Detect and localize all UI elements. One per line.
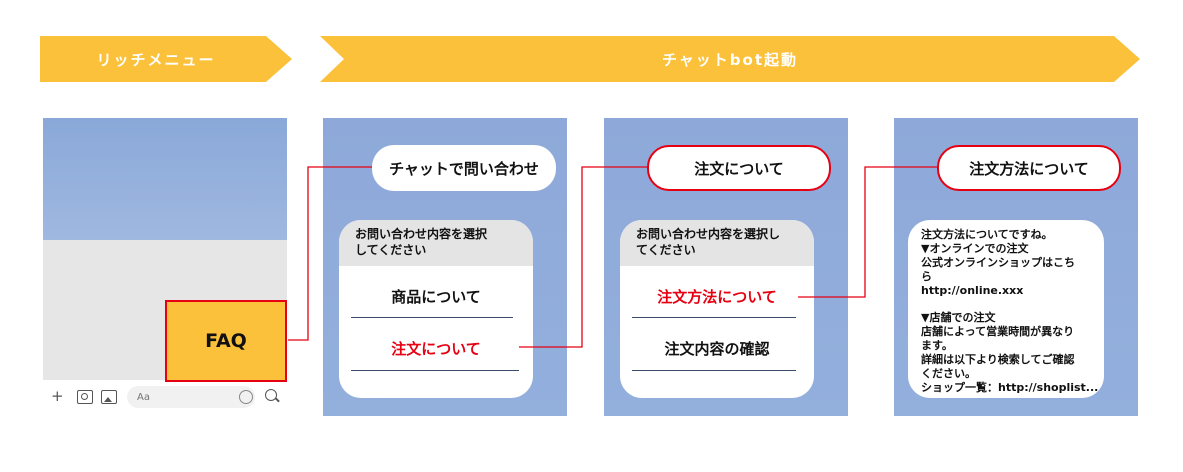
- connector-order-method: [798, 166, 937, 298]
- image-icon[interactable]: [101, 390, 117, 404]
- faq-button-label: FAQ: [205, 330, 247, 352]
- user-message-text: チャットで問い合わせ: [389, 159, 539, 178]
- bot-reply-text: 注文方法についてですね。 ▼オンラインでの注文 公式オンラインショップはこち ら…: [921, 228, 1099, 394]
- chatbot-launch-banner-label: チャットbot起動: [661, 50, 799, 69]
- user-message-orders: 注文について: [647, 145, 831, 191]
- option-order-confirm[interactable]: 注文内容の確認: [664, 340, 770, 358]
- option-divider: [351, 317, 513, 318]
- chat-background: [43, 118, 287, 240]
- message-toolbar: +: [43, 384, 287, 410]
- user-message-chat-inquiry: チャットで問い合わせ: [372, 145, 556, 191]
- search-icon[interactable]: [265, 389, 277, 401]
- user-message-order-method: 注文方法について: [937, 145, 1121, 191]
- option-divider: [632, 370, 796, 371]
- connector-faq-to-chat: [288, 166, 372, 341]
- option-order-method[interactable]: 注文方法について: [657, 288, 777, 306]
- camera-icon[interactable]: [77, 390, 93, 404]
- faq-button[interactable]: FAQ: [165, 300, 287, 382]
- message-input[interactable]: [127, 386, 255, 408]
- user-message-text: 注文について: [694, 159, 784, 178]
- connector-orders: [519, 166, 647, 348]
- bot-card-select-order: お問い合わせ内容を選択し てください 注文方法について 注文内容の確認: [620, 220, 814, 398]
- rich-menu-banner-label: リッチメニュー: [96, 50, 216, 69]
- option-divider: [632, 317, 796, 318]
- user-message-text: 注文方法について: [969, 159, 1089, 178]
- bot-card-header: お問い合わせ内容を選択 してください: [339, 220, 533, 266]
- plus-icon[interactable]: +: [51, 387, 64, 405]
- bot-card-select-inquiry: お問い合わせ内容を選択 してください 商品について 注文について: [339, 220, 533, 398]
- option-divider: [351, 370, 519, 371]
- chatbot-launch-banner: チャットbot起動: [320, 36, 1140, 82]
- option-products[interactable]: 商品について: [391, 288, 481, 306]
- bot-reply-order-method: 注文方法についてですね。 ▼オンラインでの注文 公式オンラインショップはこち ら…: [908, 220, 1104, 398]
- rich-menu-banner: リッチメニュー: [40, 36, 292, 82]
- emoji-icon[interactable]: [239, 390, 253, 404]
- bot-card-header: お問い合わせ内容を選択し てください: [620, 220, 814, 266]
- option-orders[interactable]: 注文について: [391, 340, 481, 358]
